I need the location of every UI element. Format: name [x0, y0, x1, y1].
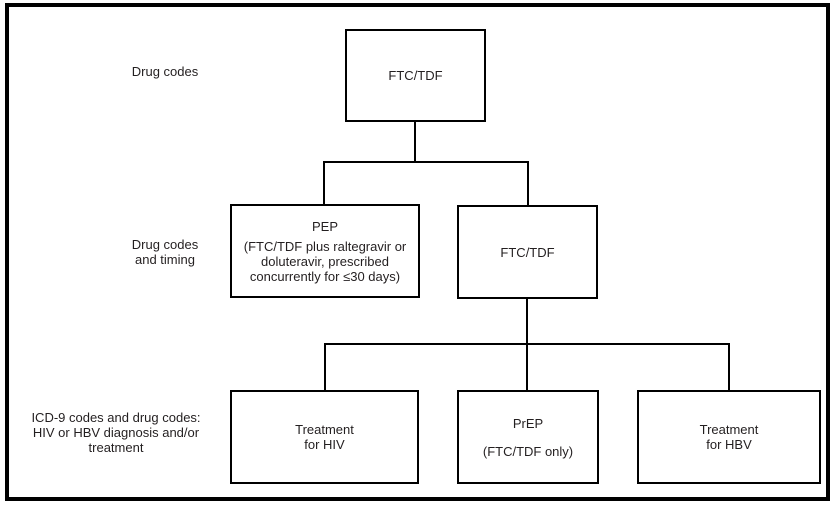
node-treatment-for-hbv: Treatment for HBV — [637, 390, 821, 484]
node-pep-title: PEP — [311, 218, 338, 234]
node-prep: PrEP (FTC/TDF only) — [457, 390, 599, 484]
connector-drop-ftctdf — [527, 163, 529, 206]
node-prep-detail: (FTC/TDF only) — [482, 443, 574, 459]
node-ftc-tdf-root-label: FTC/TDF — [388, 68, 443, 83]
connector-drop-pep — [323, 163, 325, 205]
connector-root-down — [414, 121, 416, 163]
connector-branch-top — [323, 161, 529, 163]
connector-drop-hiv — [324, 345, 326, 391]
connector-branch-bottom — [324, 343, 730, 345]
row-label-drug-codes: Drug codes — [131, 64, 199, 79]
node-pep-detail: (FTC/TDF plus raltegravir or doluteravir… — [243, 238, 407, 284]
node-pep: PEP (FTC/TDF plus raltegravir or doluter… — [230, 204, 420, 298]
node-prep-title: PrEP — [512, 415, 544, 431]
node-ftc-tdf-root: FTC/TDF — [345, 29, 486, 122]
row-label-icd9-codes: ICD-9 codes and drug codes: HIV or HBV d… — [31, 410, 201, 455]
connector-drop-hbv — [728, 345, 730, 391]
node-treatment-for-hiv-label: Treatment for HIV — [295, 422, 354, 452]
node-treatment-for-hiv: Treatment for HIV — [230, 390, 419, 484]
row-label-drug-codes-and-timing: Drug codes and timing — [131, 237, 199, 267]
node-ftc-tdf-timing: FTC/TDF — [457, 205, 598, 299]
figure-border: Drug codes Drug codes and timing ICD-9 c… — [5, 3, 830, 501]
node-ftc-tdf-timing-label: FTC/TDF — [500, 244, 555, 260]
node-treatment-for-hbv-label: Treatment for HBV — [699, 422, 759, 452]
